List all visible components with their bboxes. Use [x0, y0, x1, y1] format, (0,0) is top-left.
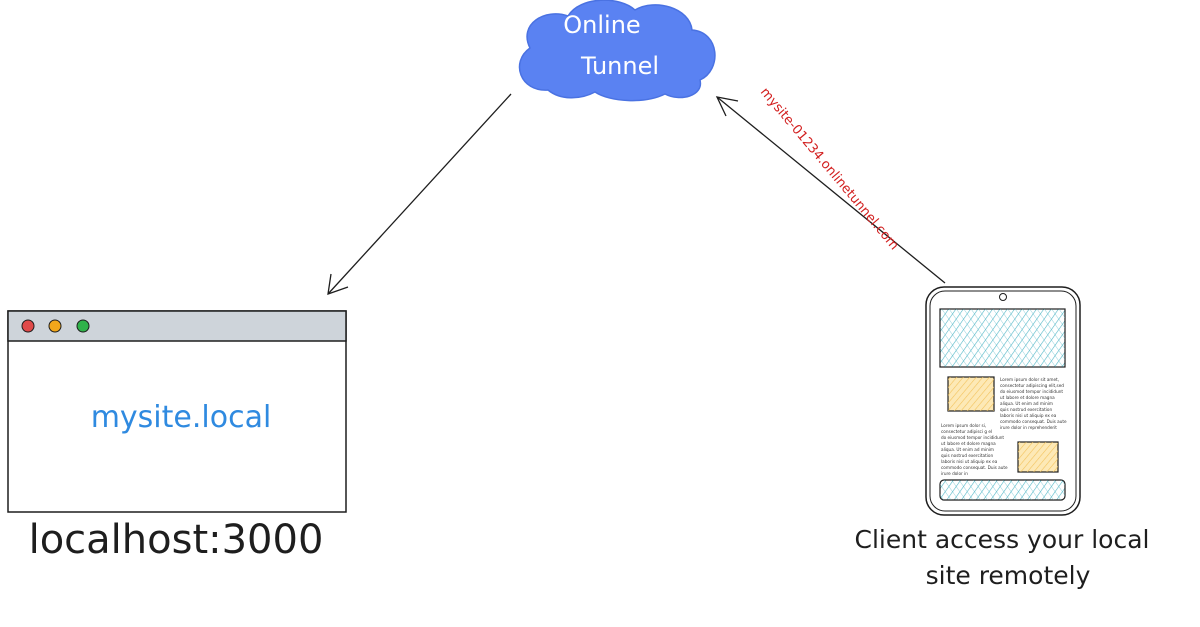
minimize-dot-icon: [48, 319, 62, 333]
maximize-dot-icon: [76, 319, 90, 333]
arrowhead: [715, 96, 739, 117]
cloud-icon: [518, 0, 716, 102]
lorem-line: laboris nisi ut aliquip ex ea: [1000, 413, 1057, 418]
cloud-line-1: Online: [563, 11, 640, 39]
tunnel-url-label: mysite-01234.onlinetunnel.com: [757, 85, 902, 253]
lorem-line: aliqua. Ut enim ad minim: [1000, 401, 1053, 406]
lorem-line: consectetur adipiscing elit,sed: [1000, 383, 1064, 388]
client-caption-line-1: Client access your local: [855, 525, 1150, 554]
lorem-line: aliqua. Ut enim ad minim: [941, 447, 994, 452]
close-dot-icon: [21, 319, 35, 333]
online-tunnel-cloud: Online Tunnel: [518, 0, 716, 102]
lorem-line: irure dolor in reprehenderit: [1000, 425, 1057, 430]
client-caption-line-2: site remotely: [926, 561, 1091, 590]
lorem-line: consectetur adipisci g el: [941, 429, 992, 434]
arrow-client-to-tunnel: mysite-01234.onlinetunnel.com: [715, 85, 946, 284]
phone-device: Lorem ipsum dolor sit amet, consectetur …: [925, 286, 1081, 516]
arrow-tunnel-to-local: [327, 93, 512, 295]
lorem-line: commodo consequat. Duis aute: [941, 465, 1008, 470]
lorem-line: Lorem ipsum dolor si,: [941, 423, 986, 428]
lorem-line: do eiusmod tempor incididunt: [1000, 389, 1063, 394]
cloud-line-2: Tunnel: [580, 52, 659, 80]
arrowhead: [327, 273, 349, 295]
lorem-line: irure dolor in: [941, 471, 968, 476]
browser-title-bar: [7, 310, 347, 342]
lorem-line: commodo consequat. Duis aute: [1000, 419, 1067, 424]
lorem-line: Lorem ipsum dolor sit amet,: [1000, 377, 1059, 382]
lorem-line: ut labore et dolore magna: [1000, 395, 1055, 400]
localhost-caption: localhost:3000: [29, 517, 324, 563]
lorem-line: quis nostrud exercitation: [1000, 407, 1052, 412]
lorem-line: do eiusmod tempor incididunt: [941, 435, 1004, 440]
browser-window: mysite.local: [7, 310, 347, 513]
lorem-line: quis nostrud exercitation: [941, 453, 993, 458]
phone-camera-icon: [999, 293, 1007, 301]
phone-text-block-1: Lorem ipsum dolor sit amet, consectetur …: [1000, 377, 1067, 430]
lorem-line: ut labore et dolore magna: [941, 441, 996, 446]
lorem-line: laboris nisi ut aliquip ex ea: [941, 459, 998, 464]
phone-text-block-2: Lorem ipsum dolor si, consectetur adipis…: [941, 423, 1008, 476]
browser-site-label: mysite.local: [91, 400, 272, 435]
